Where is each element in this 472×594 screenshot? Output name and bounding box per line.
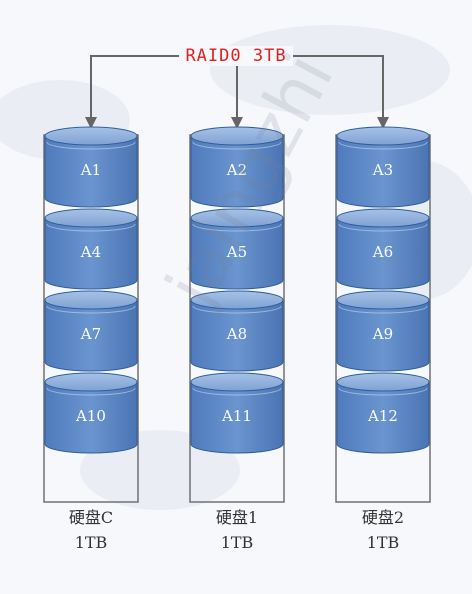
cylinder-top [336, 290, 430, 310]
data-block-cylinder: A7 [44, 290, 138, 372]
cylinder-top [190, 372, 284, 392]
cylinder-body [190, 135, 284, 208]
data-block-cylinder: A12 [336, 372, 430, 454]
cylinder-rim [192, 223, 282, 232]
arrow-down-icon [377, 117, 389, 129]
cylinder-body [44, 135, 138, 208]
arrow-down-icon [231, 117, 243, 129]
disk-size-label: 1TB [220, 533, 254, 552]
block-label: A7 [80, 325, 101, 343]
disk-name-label: 硬盘2 [361, 508, 405, 527]
data-block-cylinder: A1 [44, 126, 138, 208]
cylinder-body [44, 217, 138, 290]
disk-name-label: 硬盘C [68, 508, 114, 527]
cylinder-rim [338, 305, 428, 314]
cylinder-body [336, 217, 430, 290]
data-block-cylinder: A10 [44, 372, 138, 454]
block-label: A1 [80, 161, 101, 179]
cylinder-body [44, 299, 138, 372]
data-block-cylinder: A4 [44, 208, 138, 290]
cylinder-body [190, 299, 284, 372]
disk-size-label: 1TB [366, 533, 400, 552]
cylinder-body [336, 135, 430, 208]
cylinder-body [336, 381, 430, 454]
block-label: A8 [226, 325, 247, 343]
cylinder-rim [338, 141, 428, 150]
cylinder-rim [192, 387, 282, 396]
block-label: A9 [372, 325, 393, 343]
cylinder-rim [338, 387, 428, 396]
block-label: A10 [75, 407, 106, 425]
disk-size-label: 1TB [74, 533, 108, 552]
cylinder-top [336, 372, 430, 392]
cylinder-rim [46, 387, 136, 396]
block-label: A12 [367, 407, 398, 425]
block-label: A3 [372, 161, 393, 179]
cylinder-top [336, 126, 430, 146]
block-label: A5 [226, 243, 247, 261]
block-label: A2 [226, 161, 247, 179]
cylinder-top [190, 290, 284, 310]
cylinder-rim [192, 141, 282, 150]
disk-name-label: 硬盘1 [215, 508, 259, 527]
cylinder-top [190, 208, 284, 228]
data-block-cylinder: A6 [336, 208, 430, 290]
cylinder-body [190, 381, 284, 454]
data-block-cylinder: A9 [336, 290, 430, 372]
block-label: A11 [221, 407, 252, 425]
cylinder-top [44, 372, 138, 392]
cylinder-top [336, 208, 430, 228]
cylinder-body [44, 381, 138, 454]
data-block-cylinder: A3 [336, 126, 430, 208]
arrow-down-icon [85, 117, 97, 129]
data-block-cylinder: A5 [190, 208, 284, 290]
cylinder-rim [338, 223, 428, 232]
raid-title: RAID0 3TB [0, 42, 472, 70]
block-label: A4 [80, 243, 101, 261]
data-block-cylinder: A8 [190, 290, 284, 372]
cylinder-top [190, 126, 284, 146]
cylinder-rim [192, 305, 282, 314]
cylinder-body [336, 299, 430, 372]
block-label: A6 [372, 243, 393, 261]
cylinder-top [44, 208, 138, 228]
cylinder-rim [46, 223, 136, 232]
cylinder-top [44, 290, 138, 310]
data-block-cylinder: A11 [190, 372, 284, 454]
data-block-cylinder: A2 [190, 126, 284, 208]
cylinder-top [44, 126, 138, 146]
cylinder-rim [46, 305, 136, 314]
cylinder-body [190, 217, 284, 290]
cylinder-rim [46, 141, 136, 150]
